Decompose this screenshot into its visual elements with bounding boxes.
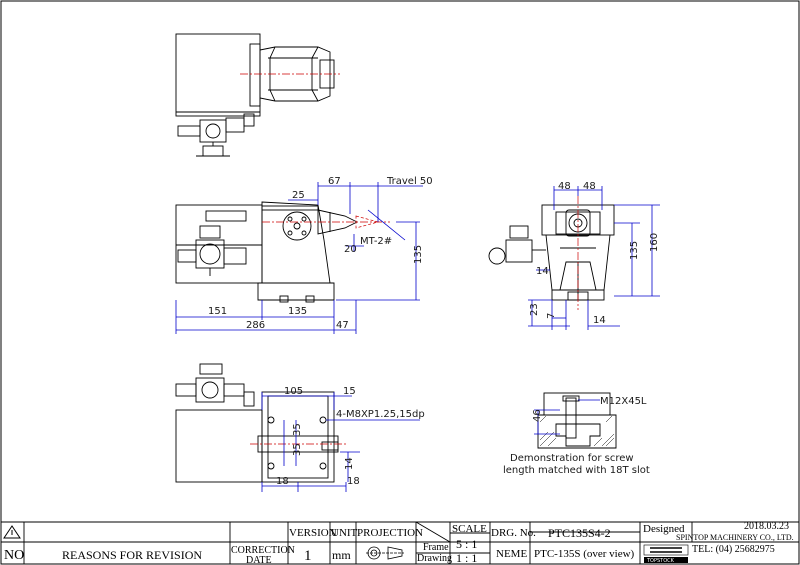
date-label: DATE [246, 555, 272, 565]
projection-label: PROJECTION [357, 527, 423, 539]
dim-18-right: 18 [347, 476, 360, 487]
scale-drawing-value: 1 : 1 [456, 551, 477, 565]
warning-triangle-icon [3, 525, 21, 539]
title-block [1, 521, 799, 564]
dim-35-lower: 35 [292, 443, 303, 456]
drg-no-label: DRG. No. [491, 527, 536, 539]
dim-135-end: 135 [629, 241, 640, 260]
dim-135-vertical: 135 [413, 245, 424, 264]
dim-14-end-bottom: 14 [593, 315, 606, 326]
dim-20: 20 [344, 244, 357, 255]
dim-23: 23 [529, 303, 540, 316]
dim-travel-50: Travel 50 [386, 176, 433, 187]
dim-14-plan: 14 [344, 457, 355, 470]
dim-m12x45l: M12X45L [600, 396, 647, 407]
name-label: NEME [496, 548, 527, 560]
company-name: SPINTOP MACHINERY CO., LTD. [676, 533, 794, 542]
unit-label: UNIT [331, 527, 358, 539]
version-label: VERSION [289, 527, 337, 539]
unit-value: mm [332, 548, 351, 562]
scale-label: SCALE [452, 523, 487, 535]
frame-label: Frame [423, 542, 449, 553]
reasons-for-revision-label: REASONS FOR REVISION [62, 548, 202, 562]
date-value: 2018.03.23 [744, 521, 789, 532]
dim-mt2: MT-2# [360, 236, 392, 247]
dim-14-end-top: 14 [536, 266, 549, 277]
dim-286: 286 [246, 320, 265, 331]
dim-holes: 4-M8XP1.25,15dp [336, 409, 425, 420]
drg-no-value: PTC135S4-2 [548, 526, 611, 540]
dim-15: 15 [343, 386, 356, 397]
dim-18-left: 18 [276, 476, 289, 487]
scale-frame-value: 5 : 1 [456, 537, 477, 551]
name-value: PTC-135S (over view) [534, 548, 635, 560]
screw-detail [534, 392, 617, 449]
designed-label: Designed [643, 523, 685, 535]
dim-25: 25 [292, 190, 305, 201]
version-value: 1 [304, 548, 312, 564]
projection-symbol-icon [366, 546, 404, 560]
dim-7: 7 [546, 313, 557, 319]
side-view [175, 182, 423, 334]
dim-48-right: 48 [583, 181, 596, 192]
company-logo: TOPSTOCK [643, 544, 689, 564]
correction-label: CORRECTION [231, 545, 295, 556]
detail-caption-line-1: Demonstration for screw [510, 453, 634, 464]
dim-35-upper: 35 [292, 423, 303, 436]
dim-135-horizontal: 135 [288, 306, 307, 317]
dim-67: 67 [328, 176, 341, 187]
top-view [175, 33, 340, 157]
dim-46: 46 [532, 409, 543, 422]
company-logo-text: TOPSTOCK [646, 558, 675, 564]
dim-151: 151 [208, 306, 227, 317]
dim-48-left: 48 [558, 181, 571, 192]
dim-105: 105 [284, 386, 303, 397]
plan-view [175, 363, 420, 492]
no-label: NO [4, 548, 24, 563]
end-view [488, 186, 660, 330]
drawing-label: Drawing [417, 553, 452, 564]
detail-caption-line-2: length matched with 18T slot [503, 465, 650, 476]
dim-47: 47 [336, 320, 349, 331]
company-tel: TEL: (04) 25682975 [692, 544, 775, 555]
dim-160: 160 [649, 233, 660, 252]
